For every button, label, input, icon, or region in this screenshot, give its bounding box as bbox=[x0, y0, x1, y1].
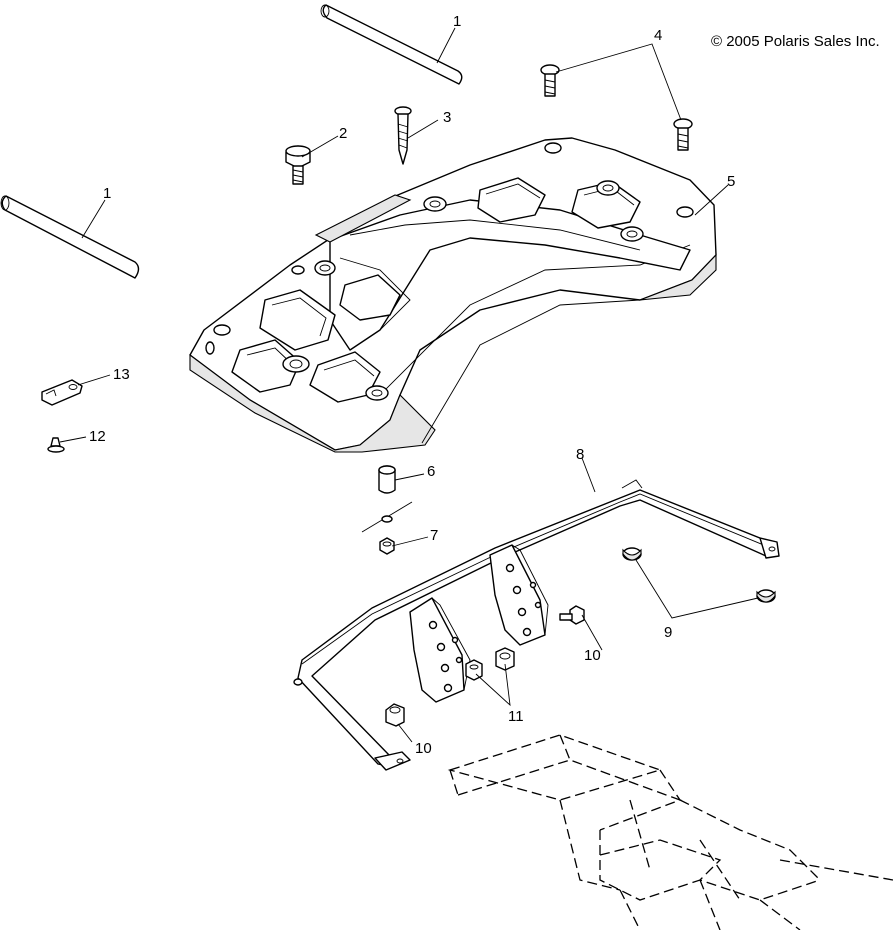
callout-3: 3 bbox=[443, 109, 451, 126]
bolt-part-2 bbox=[285, 145, 311, 185]
callout-labels: 1 1 2 3 4 5 6 7 8 9 10 10 11 12 13 bbox=[89, 13, 735, 757]
bolt-part-10-left bbox=[385, 703, 405, 727]
callout-13: 13 bbox=[113, 366, 130, 383]
rivet-part-12 bbox=[47, 437, 65, 453]
callout-1-left: 1 bbox=[103, 185, 111, 202]
callout-9: 9 bbox=[664, 624, 672, 641]
callout-4: 4 bbox=[654, 27, 662, 44]
callout-5: 5 bbox=[727, 173, 735, 190]
plug-part-9-left bbox=[622, 547, 642, 561]
cargo-rack-part-5 bbox=[189, 137, 717, 453]
callout-1-upper: 1 bbox=[453, 13, 461, 30]
vehicle-frame-reference bbox=[447, 734, 893, 930]
clip-part-13 bbox=[41, 379, 83, 406]
bolt-part-10-right bbox=[559, 605, 585, 625]
rod-part-left bbox=[0, 195, 140, 279]
rod-part-upper bbox=[320, 4, 463, 85]
leader-lines bbox=[59, 27, 759, 743]
screw-part-3 bbox=[394, 106, 412, 165]
callout-12: 12 bbox=[89, 428, 106, 445]
washer-part-7 bbox=[361, 501, 413, 533]
copyright-text: © 2005 Polaris Sales Inc. bbox=[711, 33, 880, 50]
screw-part-4-right bbox=[673, 118, 693, 151]
callout-10-left: 10 bbox=[415, 740, 432, 757]
callout-2: 2 bbox=[339, 125, 347, 142]
callout-11: 11 bbox=[508, 708, 524, 725]
rack-frame-part-8 bbox=[293, 479, 780, 771]
plug-part-9-right bbox=[756, 589, 776, 603]
screw-part-4-left bbox=[540, 64, 560, 97]
callout-8: 8 bbox=[576, 446, 584, 463]
nut-part-11-rear bbox=[495, 647, 515, 671]
nut-part-11-front bbox=[465, 659, 483, 681]
spacer-part-6 bbox=[378, 465, 396, 494]
callout-7: 7 bbox=[430, 527, 438, 544]
callout-10-right: 10 bbox=[584, 647, 601, 664]
nut-part-7 bbox=[379, 537, 395, 555]
callout-6: 6 bbox=[427, 463, 435, 480]
